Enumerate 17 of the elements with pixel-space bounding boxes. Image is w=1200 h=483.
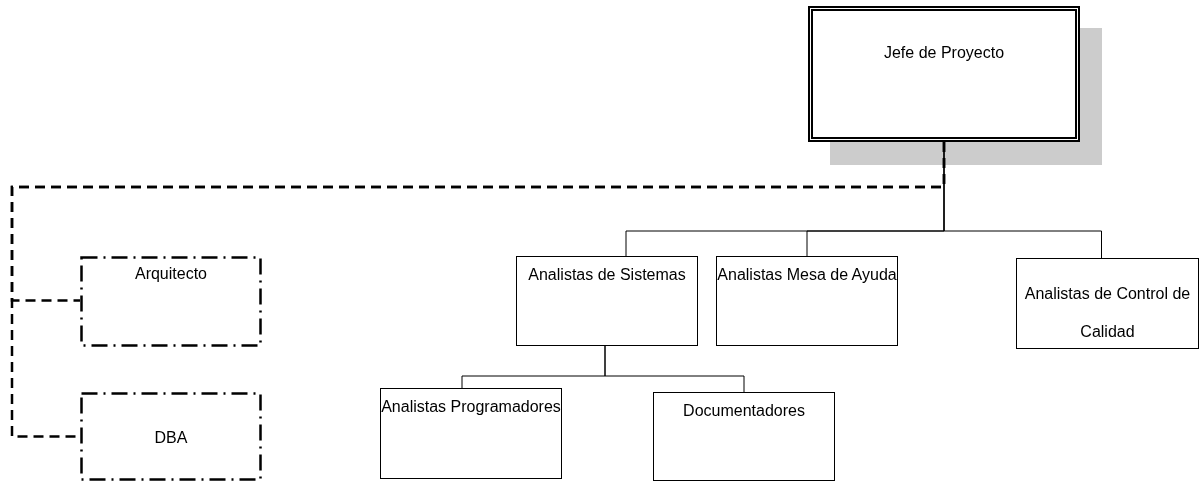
role-title: Analistas Mesa de Ayuda xyxy=(717,265,897,284)
role-box xyxy=(1016,258,1199,349)
role-title: Analistas Programadores xyxy=(381,397,561,416)
connector-line xyxy=(604,345,745,393)
role-box xyxy=(516,256,698,346)
role-box xyxy=(380,388,562,479)
dashed-role-box xyxy=(80,256,262,347)
role-title: Arquitecto xyxy=(134,264,207,283)
role-title: Documentadores xyxy=(683,401,805,420)
role-title: Analistas de Sistemas xyxy=(528,265,686,284)
role-title: DBA xyxy=(154,428,188,447)
role-box xyxy=(808,6,1080,142)
role-title: Analistas de Control de Calidad xyxy=(1023,284,1192,342)
role-box xyxy=(716,256,898,346)
role-title: Jefe de Proyecto xyxy=(883,43,1005,62)
role-box xyxy=(653,392,835,481)
dashed-role-box xyxy=(80,392,262,481)
